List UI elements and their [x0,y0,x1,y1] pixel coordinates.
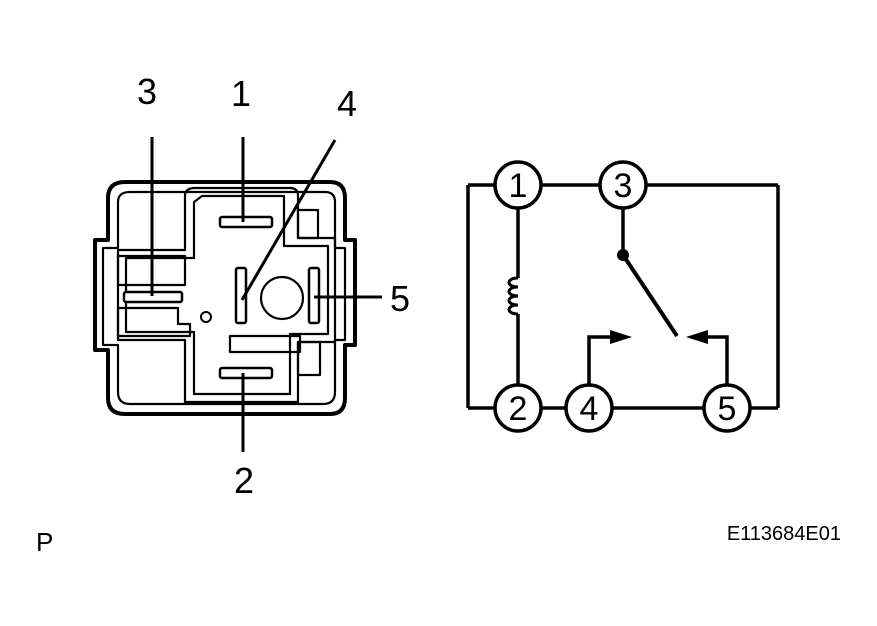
terminal-label-1: 1 [231,73,251,114]
connector-housing-inner [101,190,347,406]
schematic-node-2: 2 [493,383,543,433]
coil-icon [507,276,519,316]
terminal-blade-1 [218,215,274,229]
connector-lower-notch [228,334,302,354]
figure-id-label: E113684E01 [727,523,841,545]
svg-text:5: 5 [718,390,737,428]
svg-text:3: 3 [614,167,633,205]
schematic-node-5: 5 [702,383,752,433]
terminal-label-4: 4 [337,83,357,124]
relay-connector-view: 3 1 4 5 2 [93,71,410,501]
wire-contact-4 [587,335,612,385]
contact-4-arrow [610,330,632,344]
schematic-node-1: 1 [493,160,543,210]
connector-left-pocket-upper [116,254,187,287]
connector-round-boss [259,275,305,321]
connector-right-notch-lower [296,340,322,377]
wire-contact-5 [706,335,729,385]
svg-text:2: 2 [509,390,528,428]
svg-text:4: 4 [580,390,599,428]
schematic-node-4: 4 [564,383,614,433]
terminal-label-5: 5 [390,278,410,319]
switch-arm [621,253,679,338]
corner-code-label: P [36,527,53,557]
terminal-label-2: 2 [234,460,254,501]
connector-right-notch-upper [296,208,320,240]
terminal-blade-2 [218,366,274,380]
contact-5-arrow [686,330,708,344]
svg-text:1: 1 [509,167,528,205]
relay-schematic: 1 3 2 4 5 [466,160,780,433]
connector-center-cavity [116,186,337,404]
connector-left-pocket-lower [116,306,192,338]
leader-line-4 [240,139,337,301]
schematic-node-3: 3 [598,160,648,210]
connector-pin-hole [200,311,212,323]
connector-housing-outer [93,180,357,416]
terminal-label-3: 3 [137,71,157,112]
